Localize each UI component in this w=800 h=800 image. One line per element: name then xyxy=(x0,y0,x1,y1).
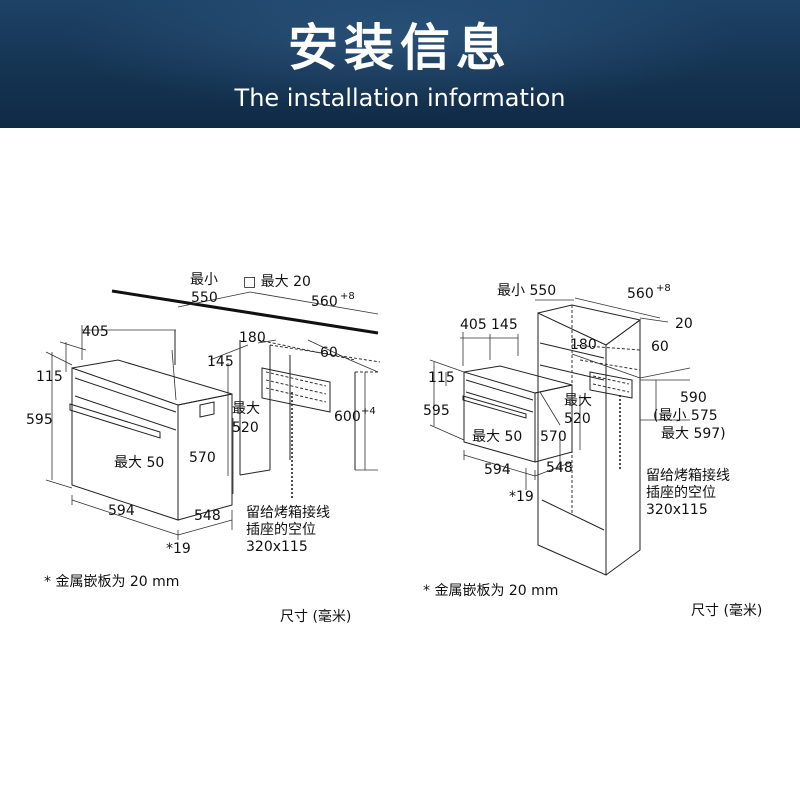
right-max50: 最大 50 xyxy=(472,429,522,445)
right-socket-note-2: 插座的空位 xyxy=(646,485,716,501)
right-oven-handle xyxy=(462,395,527,419)
left-oven-control-panel xyxy=(74,377,177,431)
right-max597: 最大 597) xyxy=(661,426,726,442)
left-socket-hatch xyxy=(265,371,327,403)
right-max-label: 最大 xyxy=(564,393,592,409)
left-height-595: 595 xyxy=(26,412,53,428)
left-height-600-tol: +4 xyxy=(361,406,376,417)
right-socket-note-1: 留给烤箱接线 xyxy=(646,467,730,484)
right-height-595: 595 xyxy=(423,403,450,419)
right-width-560-tol: +8 xyxy=(656,283,671,294)
right-depth-145: 145 xyxy=(491,317,518,333)
right-depth-405: 405 xyxy=(460,317,487,333)
right-socket-note-3: 320x115 xyxy=(646,502,708,518)
right-depth-570: 570 xyxy=(540,429,567,445)
right-units: 尺寸 (毫米) xyxy=(691,602,762,619)
right-min575: (最小 575 xyxy=(653,408,718,424)
right-panel-19: *19 xyxy=(509,489,534,505)
left-dim-lines xyxy=(45,325,379,540)
left-oven-knob xyxy=(199,401,215,418)
left-oven-side xyxy=(177,393,233,521)
left-depth-570: 570 xyxy=(189,450,216,466)
left-depth-520: 520 xyxy=(232,420,259,436)
left-width-550: 550 xyxy=(191,290,218,306)
left-socket-note-1: 留给烤箱接线 xyxy=(246,504,330,521)
left-max50: 最大 50 xyxy=(114,455,164,471)
right-diagram: 最小 550 560 +8 405 145 20 180 60 115 595 … xyxy=(423,283,762,619)
left-oven-front xyxy=(71,367,179,521)
banner-title: 安装信息 xyxy=(288,19,512,77)
right-depth-548: 548 xyxy=(546,460,573,476)
header-banner: 安装信息 The installation information xyxy=(0,0,800,128)
left-depth-405: 405 xyxy=(82,324,109,340)
right-width-560: 560 xyxy=(627,286,654,302)
right-cabinet-side xyxy=(605,319,641,576)
left-height-115: 115 xyxy=(36,369,63,385)
right-min550: 最小 550 xyxy=(497,283,556,299)
left-width-560: 560 xyxy=(311,294,338,310)
right-depth-60: 60 xyxy=(651,339,669,355)
left-footnote: * 金属嵌板为 20 mm xyxy=(44,574,179,590)
right-height-590: 590 xyxy=(680,390,707,406)
right-height-115: 115 xyxy=(428,370,455,386)
left-min-label: 最小 xyxy=(190,272,218,288)
left-depth-548: 548 xyxy=(194,508,221,524)
banner-subtitle: The installation information xyxy=(234,84,566,112)
right-oven-control-panel xyxy=(465,379,534,413)
right-width-594: 594 xyxy=(484,462,511,478)
left-diagram: 最小 550 □ 最大 20 560 +8 405 180 145 60 115… xyxy=(26,272,381,625)
left-panel-19: *19 xyxy=(166,541,191,557)
left-socket-cutout xyxy=(261,367,331,413)
left-oven-handle xyxy=(69,403,161,439)
left-panel-max20: □ 最大 20 xyxy=(243,274,311,290)
left-cabinet-outline xyxy=(174,330,356,476)
right-depth-180: 180 xyxy=(570,337,597,353)
banner-glow xyxy=(0,0,800,128)
right-socket-cutout xyxy=(589,371,633,399)
right-footnote: * 金属嵌板为 20 mm xyxy=(423,583,558,599)
left-socket-note-2: 插座的空位 xyxy=(246,522,316,538)
left-max-label: 最大 xyxy=(232,401,260,417)
left-width-560-tol: +8 xyxy=(340,291,355,302)
right-socket-hatch xyxy=(592,375,630,393)
left-countertop-edge xyxy=(111,289,379,335)
left-depth-145: 145 xyxy=(207,354,234,370)
left-width-594: 594 xyxy=(108,503,135,519)
left-cavity-back xyxy=(257,339,381,373)
left-depth-60: 60 xyxy=(320,345,338,361)
right-panel-20: 20 xyxy=(675,316,693,332)
right-dim-lines xyxy=(429,297,691,490)
left-countertop-back xyxy=(177,291,379,315)
left-height-600: 600 xyxy=(334,409,361,425)
left-depth-180: 180 xyxy=(239,330,266,346)
right-depth-520: 520 xyxy=(564,411,591,427)
right-oven-front xyxy=(463,371,536,463)
right-oven-side xyxy=(534,384,573,463)
left-socket-note-3: 320x115 xyxy=(246,539,308,555)
left-units: 尺寸 (毫米) xyxy=(280,608,351,625)
